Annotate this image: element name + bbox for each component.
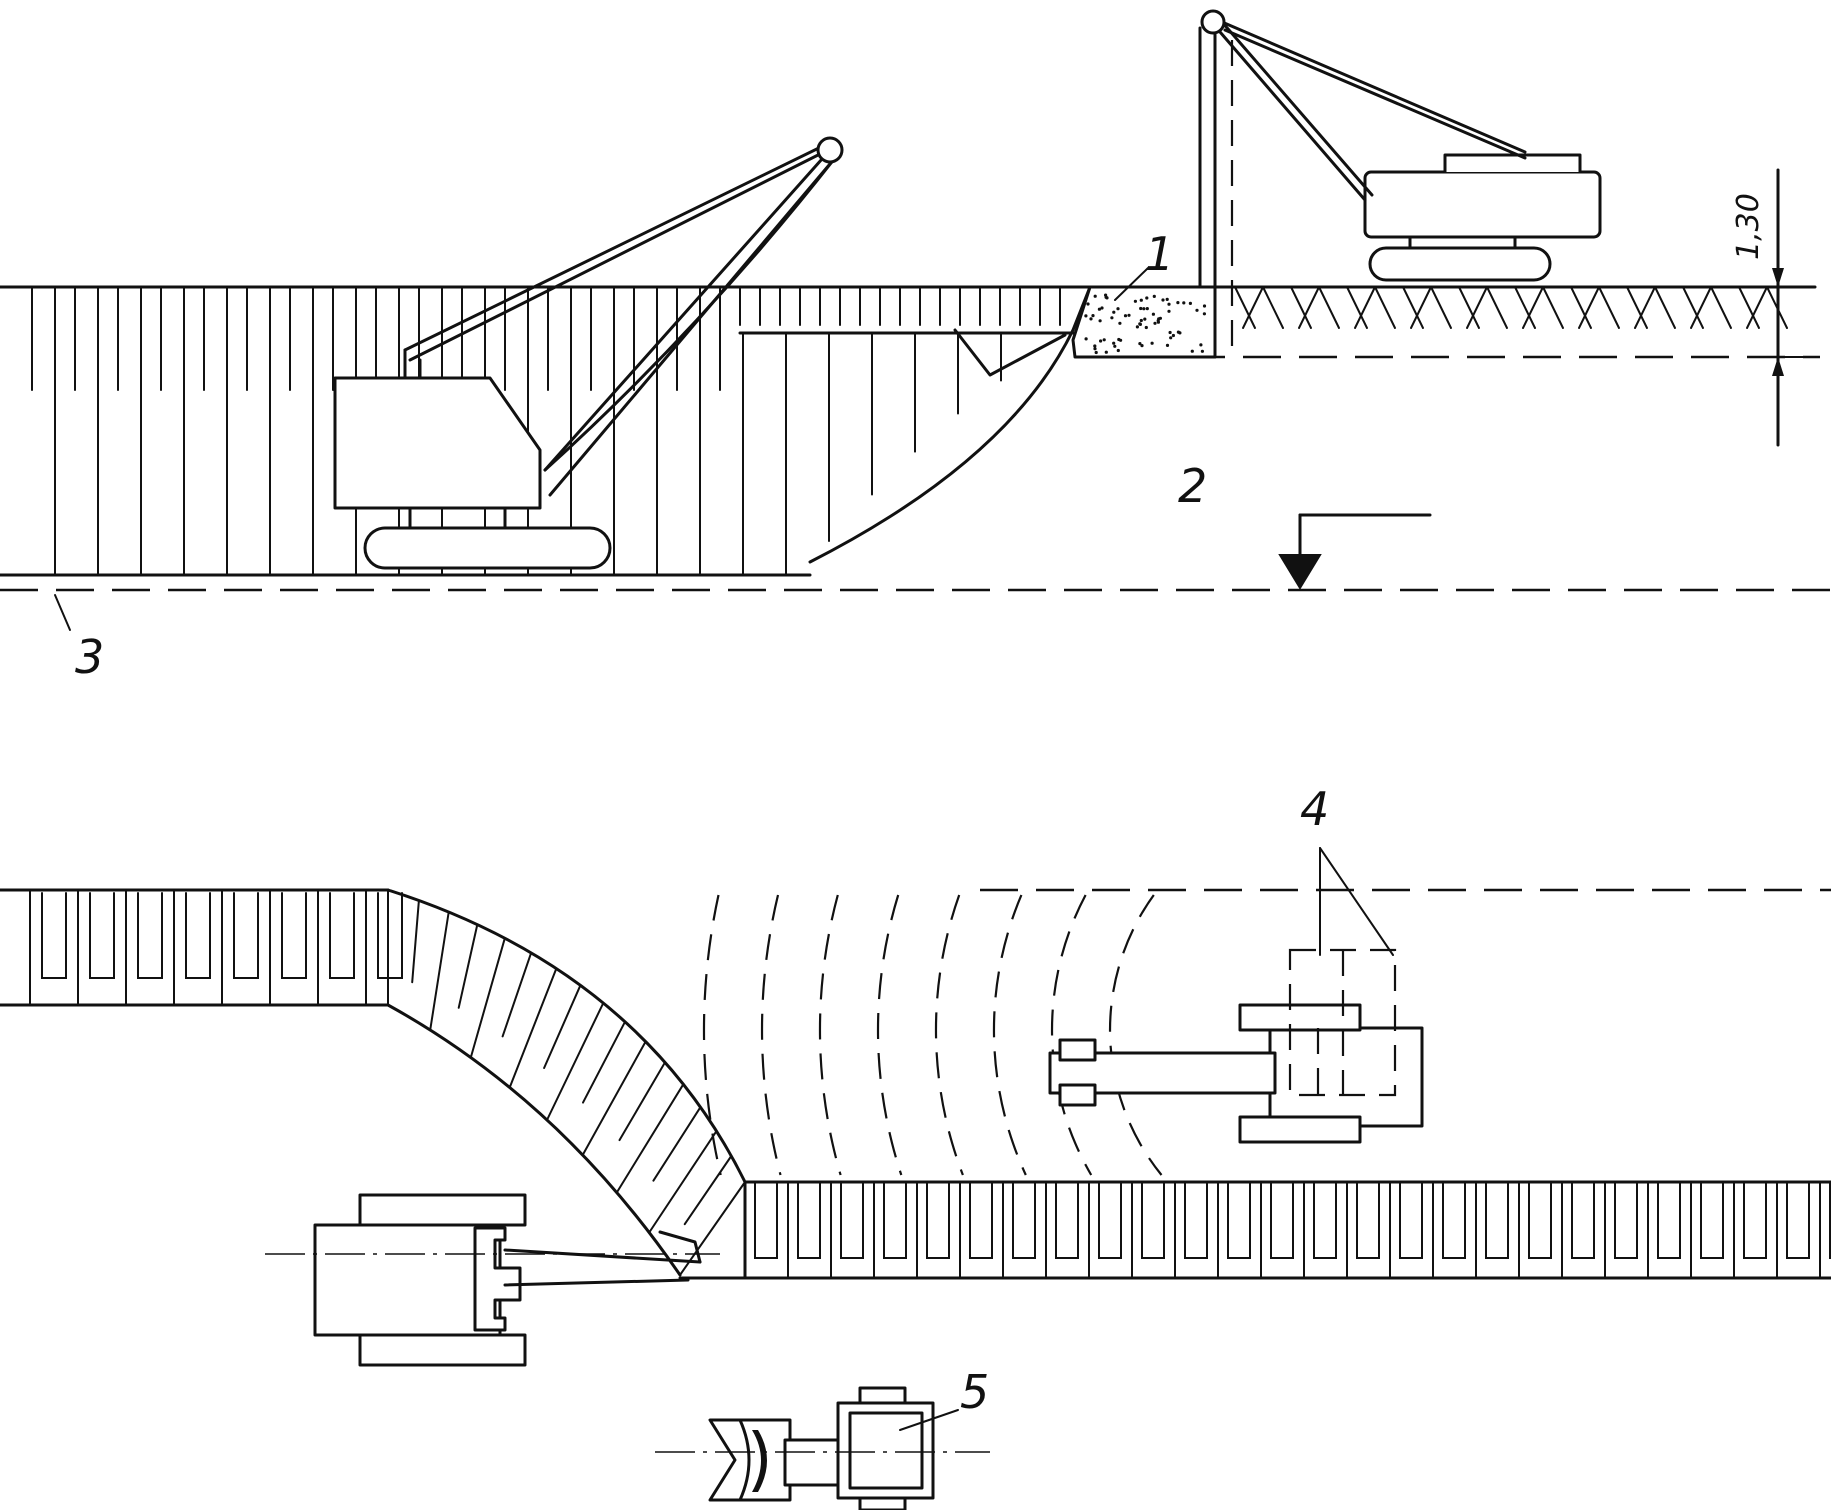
- natural-ground-hatch: [1234, 286, 1788, 329]
- depth-dimension: 1,30: [1731, 168, 1816, 447]
- callout-1-label: 1: [1145, 227, 1174, 281]
- curved-excavated-arc: [386, 888, 747, 1277]
- dragline-excavator-left: [333, 136, 844, 570]
- depth-dimension-label: 1,30: [1731, 193, 1766, 260]
- callout-3-leader: [54, 594, 71, 631]
- level-marker: [1278, 513, 1432, 590]
- callout-4: 4: [1300, 782, 1394, 956]
- callout-1-leader: [1114, 267, 1149, 301]
- bucket-tooth: [953, 328, 1067, 377]
- section-view: 1,30 1 2 3: [0, 9, 1831, 684]
- sheet-pile-wall: [1198, 26, 1234, 360]
- dump-truck-plan: 5: [655, 1365, 990, 1510]
- callout-5-label: 5: [960, 1365, 989, 1419]
- left-excavated-strip: [0, 888, 403, 1007]
- swing-arcs-dashed: [702, 894, 1163, 1176]
- callout-2-label: 2: [1178, 459, 1207, 513]
- callout-3-label: 3: [75, 630, 104, 684]
- crane-excavator-right: [1200, 9, 1602, 282]
- callout-4-label: 4: [1300, 782, 1329, 836]
- right-excavated-strip: [678, 1180, 1831, 1280]
- excavator-plan-right: [1048, 948, 1424, 1144]
- sand-deposit: [1071, 285, 1217, 359]
- plan-view: 4 5: [0, 782, 1831, 1510]
- excavator-plan-left: [265, 1193, 720, 1367]
